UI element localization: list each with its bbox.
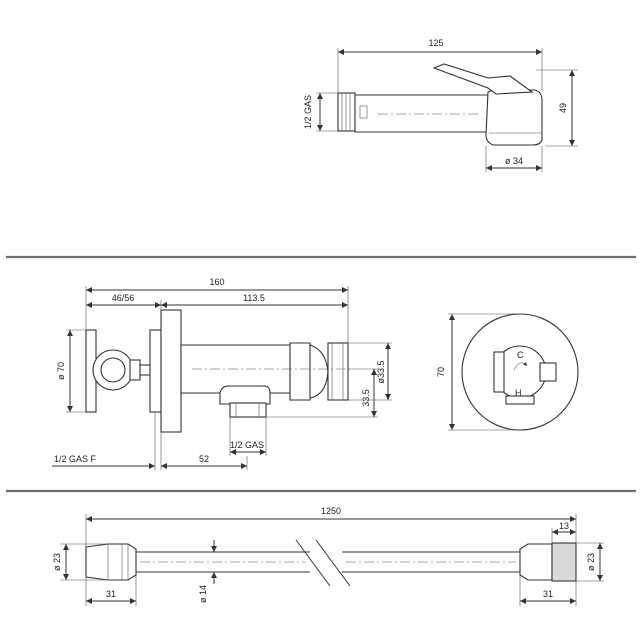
dial-c-label: C bbox=[517, 350, 524, 360]
dim-handshower-height: 49 bbox=[558, 103, 568, 113]
dim-hose-end-diameter-right: ø 23 bbox=[586, 553, 596, 571]
dial-h-label: H bbox=[515, 388, 522, 398]
handshower-lever bbox=[432, 63, 534, 95]
dim-valve-overall: 160 bbox=[209, 277, 224, 287]
valve-front-view: C H 70 bbox=[436, 313, 579, 431]
front-handle-left bbox=[493, 351, 505, 393]
hose-break-1 bbox=[295, 539, 331, 587]
dim-valve-outlet-height: 33.5 bbox=[361, 389, 371, 407]
handshower-thread bbox=[337, 92, 356, 132]
dim-valve-body-length: 113.5 bbox=[243, 293, 265, 303]
hose-end-right bbox=[519, 543, 553, 581]
logo-mark bbox=[359, 105, 368, 119]
valve-wall-plate bbox=[149, 329, 162, 413]
hose-nut-right bbox=[551, 542, 577, 582]
handshower-head bbox=[485, 89, 543, 146]
front-handle-bottom bbox=[505, 395, 535, 405]
front-handle-right bbox=[539, 362, 557, 382]
hose-end-left bbox=[85, 543, 137, 581]
dim-valve-inlet-thread: 1/2 GAS F bbox=[54, 454, 97, 464]
dim-hose-end-length-right: 31 bbox=[543, 589, 553, 599]
hose-break-2 bbox=[315, 539, 351, 587]
dim-valve-rosette: ø 70 bbox=[56, 362, 66, 380]
dim-valve-outlet-offset: 52 bbox=[199, 454, 209, 464]
dim-handshower-diameter: ø 34 bbox=[505, 156, 523, 166]
dim-valve-outlet-thread: 1/2 GAS bbox=[230, 440, 264, 450]
dim-hose-diameter: ø 14 bbox=[198, 585, 208, 603]
hose-view: 1250 13 ø 23 ø 23 ø 14 31 31 bbox=[52, 506, 604, 606]
valve-rosette bbox=[160, 309, 182, 433]
dim-hose-end-length-left: 31 bbox=[106, 589, 116, 599]
dim-hose-nut-length: 13 bbox=[559, 521, 569, 531]
dim-handshower-length: 125 bbox=[428, 38, 443, 48]
handshower-view: 125 49 ø 34 1/2 GAS bbox=[303, 38, 578, 172]
dim-valve-wall-range: 46/56 bbox=[112, 293, 135, 303]
valve-lower-outlet bbox=[229, 402, 267, 418]
dim-hose-length: 1250 bbox=[321, 506, 341, 516]
handshower-body bbox=[354, 94, 489, 133]
dim-valve-outlet-diameter: ø33.5 bbox=[376, 360, 386, 383]
dim-hose-end-diameter-left: ø 23 bbox=[52, 553, 62, 571]
valve-side-view: 160 46/56 113.5 ø 70 ø33.5 33.5 1/2 GAS … bbox=[52, 277, 392, 470]
dim-front-height: 70 bbox=[436, 367, 446, 377]
dim-handshower-thread: 1/2 GAS bbox=[303, 95, 313, 129]
valve-outlet-nut bbox=[327, 342, 349, 401]
